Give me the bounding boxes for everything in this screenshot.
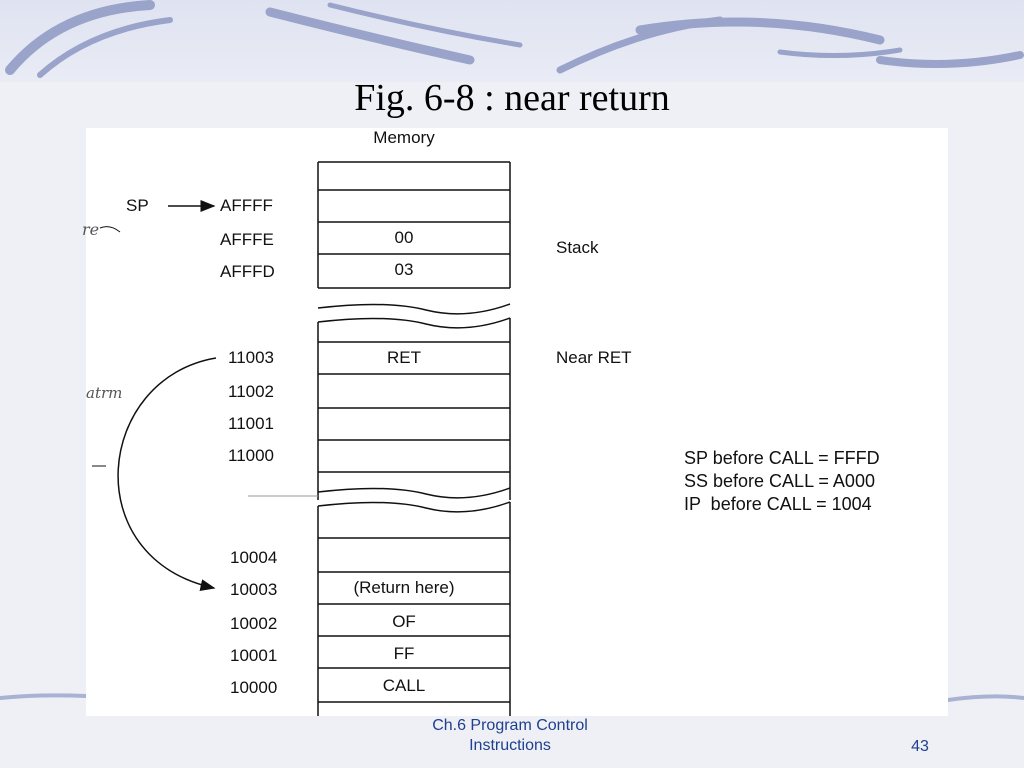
code-address: 11001 [228, 414, 275, 433]
note-sp: SP before CALL = FFFD [684, 448, 880, 468]
handwritten-note: re [82, 220, 100, 239]
page-number: 43 [911, 738, 929, 755]
code-address: 10001 [230, 646, 278, 665]
code-address: 10003 [230, 580, 278, 599]
code-value: (Return here) [353, 578, 455, 597]
footer-line: Instructions [469, 737, 551, 754]
code-address: 11002 [228, 382, 275, 401]
slide-title: Fig. 6-8 : near return [354, 77, 670, 119]
code-address: 10004 [230, 548, 278, 567]
memory-diagram-lines [92, 161, 511, 716]
code-value: CALL [382, 676, 426, 695]
slide-footer: Ch.6 Program Control Instructions [380, 716, 640, 756]
stack-address: AFFFF [220, 196, 273, 215]
sp-pointer-label: SP [126, 196, 149, 215]
code-value: OF [392, 612, 416, 631]
code-address: 11000 [228, 446, 275, 465]
decorative-swirls [5, 0, 1024, 78]
code-address: 10002 [230, 614, 278, 633]
stack-value: 03 [394, 260, 414, 279]
handwritten-note: atrm [86, 384, 123, 402]
memory-diagram: Memory SP AFFFF AFFFE AFFFD 00 03 Stack … [82, 128, 948, 716]
note-ip: IP before CALL = 1004 [684, 494, 872, 514]
footer-line: Ch.6 Program Control [432, 717, 588, 734]
memory-header: Memory [373, 128, 435, 147]
code-value: RET [387, 348, 421, 367]
code-address: 10000 [230, 678, 278, 697]
stack-value: 00 [394, 228, 414, 247]
stack-address: AFFFD [220, 262, 275, 281]
stack-label: Stack [556, 238, 599, 257]
header-band [0, 0, 1024, 82]
code-value: FF [393, 644, 415, 663]
decorative-bottom-swirl [0, 693, 1024, 702]
near-ret-label: Near RET [556, 348, 632, 367]
code-address: 11003 [228, 348, 275, 367]
note-ss: SS before CALL = A000 [684, 471, 875, 491]
stack-address: AFFFE [220, 230, 274, 249]
